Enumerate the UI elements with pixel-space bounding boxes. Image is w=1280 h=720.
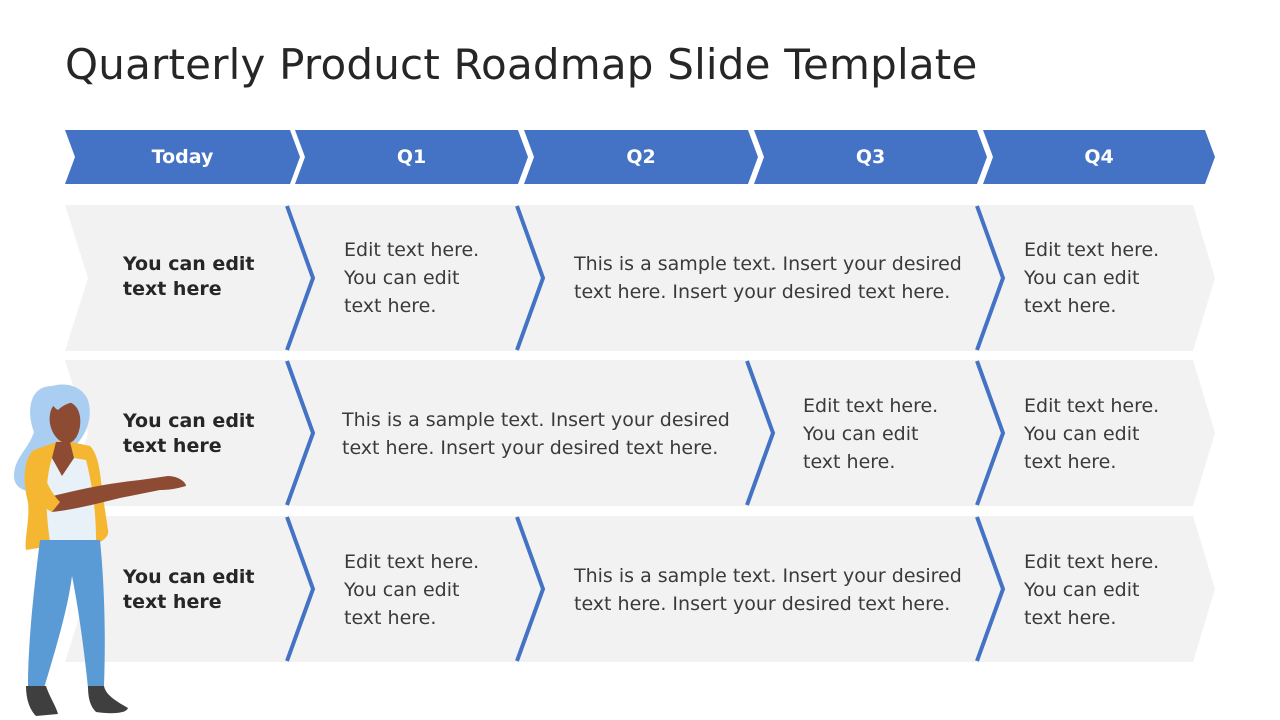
row-background <box>65 205 1215 351</box>
sleeve-shape <box>26 470 60 512</box>
row-divider-chevron <box>975 360 1006 506</box>
header-label-q3: Q3 <box>855 146 886 168</box>
header-label-q4: Q4 <box>1084 146 1114 168</box>
cell-text: Edit text here. You can edit text here. <box>803 395 939 473</box>
header-chevron-q4 <box>983 130 1215 184</box>
cell-text: Edit text here. You can edit text here. <box>1024 395 1160 473</box>
header-label-q1: Q1 <box>396 146 427 168</box>
row-divider-chevron <box>285 205 316 351</box>
row-divider-chevron <box>515 205 546 351</box>
row-divider-chevron <box>285 516 316 662</box>
pointing-arm-shape <box>44 476 186 512</box>
header-chevron-today <box>65 130 300 184</box>
row-label: You can edit text here <box>123 410 255 457</box>
header-chevrons <box>65 130 1215 184</box>
header-label-q2: Q2 <box>626 146 656 168</box>
header-label-today: Today <box>151 146 214 168</box>
right-shoe-shape <box>88 686 128 714</box>
header-chevron-q1 <box>295 130 528 184</box>
header-chevron-q2 <box>524 130 758 184</box>
face-shape <box>49 401 81 444</box>
cell-text: This is a sample text. Insert your desir… <box>574 253 962 303</box>
row-divider-chevron <box>975 516 1006 662</box>
cell-text: Edit text here. You can edit text here. <box>1024 551 1160 629</box>
cell-text: Edit text here. You can edit text here. <box>344 551 480 629</box>
roadmap-row-1 <box>65 205 1215 351</box>
hair-top-shape <box>50 390 86 410</box>
row-divider-chevron <box>285 360 316 506</box>
neck-shape <box>52 442 74 476</box>
row-label: You can edit text here <box>123 253 255 300</box>
cell-text: Edit text here. You can edit text here. <box>344 239 480 317</box>
row-divider-chevron <box>975 205 1006 351</box>
presenter-woman-illustration <box>14 384 186 716</box>
slide-title: Quarterly Product Roadmap Slide Template <box>65 40 978 89</box>
cell-text: This is a sample text. Insert your desir… <box>342 409 730 459</box>
row-background <box>65 360 1215 506</box>
pants-shape <box>28 540 105 688</box>
left-shoe-shape <box>26 686 58 716</box>
row-divider-chevron <box>745 360 776 506</box>
row-background <box>65 516 1215 662</box>
roadmap-row-3 <box>65 516 1215 662</box>
header-chevron-q3 <box>754 130 987 184</box>
cell-text: This is a sample text. Insert your desir… <box>574 565 962 615</box>
row-divider-chevron <box>515 516 546 662</box>
cell-text: Edit text here. You can edit text here. <box>1024 239 1160 317</box>
roadmap-row-2 <box>65 360 1215 506</box>
row-label: You can edit text here <box>123 566 255 613</box>
